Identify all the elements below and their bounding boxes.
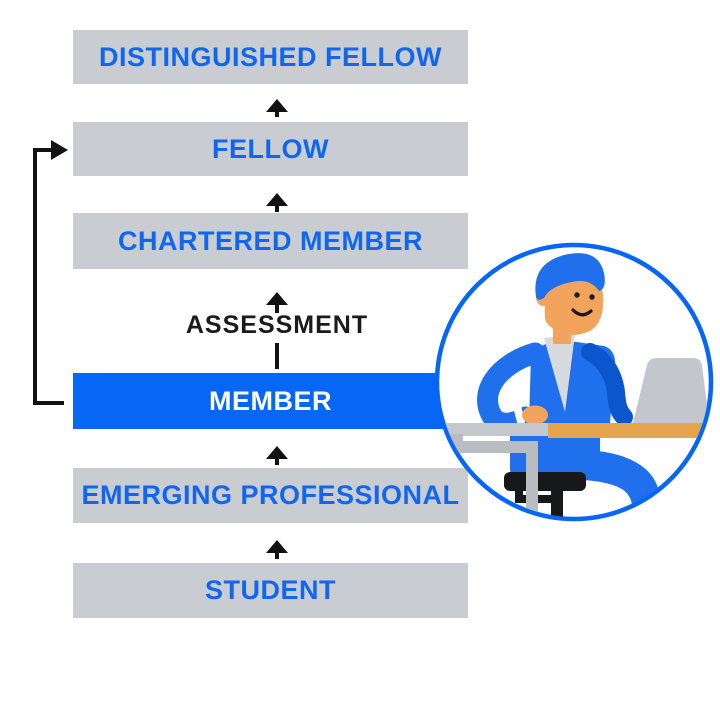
person-at-laptop-illustration bbox=[439, 253, 709, 517]
arrow-head bbox=[266, 86, 288, 112]
arrow-shaft bbox=[275, 553, 279, 559]
level-box-emerging-professional: EMERGING PROFESSIONAL bbox=[73, 468, 468, 523]
desk-frame-leg bbox=[526, 441, 538, 517]
bypass-arrow-line bbox=[33, 148, 64, 405]
level-label-student: STUDENT bbox=[205, 575, 336, 605]
person-smile bbox=[571, 308, 593, 317]
bypass-arrow-icon-member-to-fellow bbox=[33, 140, 68, 405]
person-shirt-cuff bbox=[512, 403, 526, 425]
desk-tan-surface bbox=[548, 423, 709, 438]
laptop-icon bbox=[632, 358, 709, 427]
chair-foot-hook bbox=[515, 487, 523, 503]
arrow-head bbox=[266, 527, 288, 553]
chair-post bbox=[551, 491, 563, 517]
person-eye-right bbox=[589, 294, 595, 300]
arrow-head bbox=[266, 433, 288, 459]
person-shirt bbox=[544, 334, 575, 412]
member-illustration-circle bbox=[434, 242, 714, 522]
chair-seat bbox=[504, 472, 586, 491]
arrow-shaft bbox=[275, 305, 279, 313]
level-box-fellow: FELLOW bbox=[73, 122, 468, 176]
level-label-member: MEMBER bbox=[209, 385, 332, 416]
level-box-distinguished-fellow: DISTINGUISHED FELLOW bbox=[73, 30, 468, 84]
arrow-shaft bbox=[275, 459, 279, 465]
up-arrow-icon-emerging-to-member bbox=[266, 433, 288, 465]
desk-frame-rail bbox=[448, 441, 538, 453]
up-arrow-icon-fellow-to-distinguished bbox=[266, 86, 288, 117]
person-hair bbox=[535, 253, 605, 300]
person-right-arm bbox=[581, 343, 633, 426]
arrow-head bbox=[266, 180, 288, 206]
person-face bbox=[544, 271, 604, 335]
up-arrow-icon-assessment-to-chartered bbox=[266, 279, 288, 313]
level-label-distinguished-fellow: DISTINGUISHED FELLOW bbox=[99, 41, 442, 72]
level-box-member-highlighted: MEMBER bbox=[73, 373, 468, 429]
person-left-hand bbox=[522, 405, 548, 425]
up-arrow-icon-chartered-to-fellow bbox=[266, 180, 288, 212]
bypass-arrow-head bbox=[51, 140, 68, 160]
arrow-shaft bbox=[275, 206, 279, 212]
assessment-connector-line bbox=[275, 343, 279, 369]
arrow-shaft bbox=[275, 112, 279, 117]
arrow-head bbox=[266, 279, 288, 305]
assessment-label: ASSESSMENT bbox=[185, 311, 369, 339]
level-label-chartered-member: CHARTERED MEMBER bbox=[118, 225, 423, 256]
level-box-chartered-member: CHARTERED MEMBER bbox=[73, 213, 468, 269]
level-box-student: STUDENT bbox=[73, 563, 468, 618]
person-eye-left bbox=[574, 292, 580, 298]
level-label-fellow: FELLOW bbox=[212, 133, 329, 164]
person-left-arm bbox=[477, 342, 546, 434]
up-arrow-icon-student-to-emerging bbox=[266, 527, 288, 559]
desk-gray-section bbox=[439, 423, 548, 436]
level-label-emerging-professional: EMERGING PROFESSIONAL bbox=[81, 480, 460, 510]
